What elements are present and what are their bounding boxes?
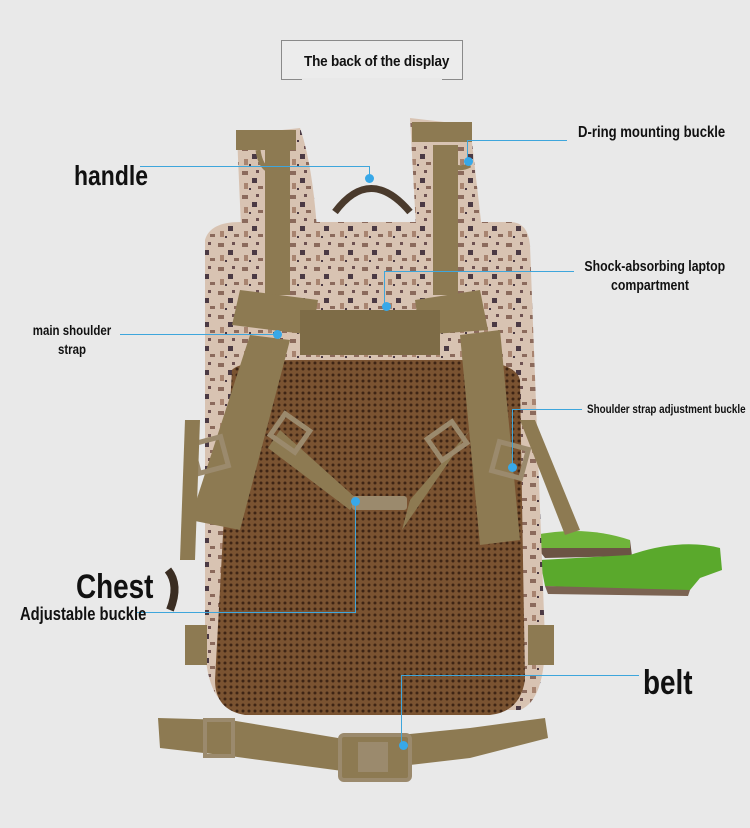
page-title: The back of the display [304, 53, 450, 70]
chest-marker-dot [351, 497, 360, 506]
handle-leader-line-v [369, 166, 370, 178]
laptop-label-line1: Shock-absorbing laptop [584, 258, 726, 275]
handle-label: handle [74, 160, 148, 191]
d-ring-leader-line-v [467, 140, 468, 161]
shoulder-strap-leader-line [120, 334, 276, 335]
laptop-marker-dot [382, 302, 391, 311]
strap-adjust-leader-line [512, 409, 582, 410]
laptop-leader-line [384, 271, 574, 272]
d-ring-label: D-ring mounting buckle [578, 124, 726, 141]
title-box: The back of the display [281, 40, 463, 81]
d-ring-marker-dot [464, 157, 473, 166]
strap-adjust-marker-dot [508, 463, 517, 472]
handle-marker-dot [365, 174, 374, 183]
laptop-label: Shock-absorbing laptop compartment [570, 258, 730, 295]
strap-adjust-leader-line-v [512, 409, 513, 466]
chest-label: Chest [76, 568, 154, 606]
chest-leader-line-v [355, 501, 356, 613]
handle-leader-line [140, 166, 370, 167]
chest-leader-line [136, 612, 355, 613]
d-ring-leader-line [467, 140, 567, 141]
shoulder-strap-marker-dot [273, 330, 282, 339]
belt-leader-line-v [401, 675, 402, 745]
grass-patch [535, 531, 722, 596]
belt-label: belt [643, 664, 693, 702]
laptop-label-line2: compartment [611, 277, 689, 295]
chest-sublabel: Adjustable buckle [20, 604, 147, 624]
shoulder-strap-label: main shoulder strap [22, 322, 122, 357]
strap-adjust-label: Shoulder strap adjustment buckle [587, 402, 746, 416]
belt-leader-line [401, 675, 639, 676]
shoulder-strap-label-line1: main shoulder [32, 322, 112, 338]
shoulder-strap-label-line2: strap [57, 341, 87, 358]
laptop-leader-line-v [384, 271, 385, 306]
belt-marker-dot [399, 741, 408, 750]
